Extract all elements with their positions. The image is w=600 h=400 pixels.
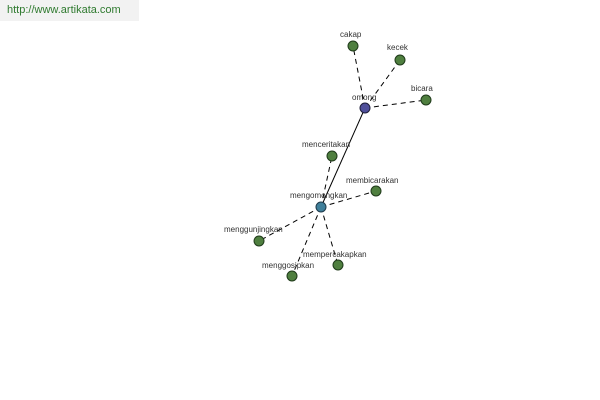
edges (258, 45, 427, 277)
edge-omong-kecek (364, 59, 401, 109)
label-menggosipkan: menggosipkan (262, 261, 314, 270)
label-mengomongkan: mengomongkan (290, 191, 347, 200)
edge-mengomongkan-menggunjingkan (258, 206, 322, 242)
label-membicarakan: membicarakan (346, 176, 398, 185)
watermark-url[interactable]: http://www.artikata.com (0, 0, 139, 21)
node-omong[interactable] (359, 102, 371, 114)
label-menggunjingkan: menggunjingkan (224, 225, 283, 234)
label-mempercakapkan: mempercakapkan (303, 250, 367, 259)
edge-omong-mengomongkan (320, 107, 366, 208)
label-omong: omong (352, 93, 376, 102)
label-bicara: bicara (411, 84, 433, 93)
labels: cakap kecek bicara omong menceritakan me… (224, 30, 433, 270)
edge-mengomongkan-mempercakapkan (320, 206, 339, 266)
node-membicarakan[interactable] (370, 185, 382, 197)
edge-mengomongkan-menggosipkan (291, 206, 322, 277)
node-menceritakan[interactable] (326, 150, 338, 162)
node-menggunjingkan[interactable] (253, 235, 265, 247)
edge-omong-bicara (364, 99, 427, 109)
label-kecek: kecek (387, 43, 409, 52)
edge-omong-cakap (352, 45, 366, 109)
node-mempercakapkan[interactable] (332, 259, 344, 271)
node-menggosipkan[interactable] (286, 270, 298, 282)
node-bicara[interactable] (420, 94, 432, 106)
node-mengomongkan[interactable] (315, 201, 327, 213)
nodes (253, 40, 432, 282)
node-cakap[interactable] (347, 40, 359, 52)
node-kecek[interactable] (394, 54, 406, 66)
edge-mengomongkan-membicarakan (320, 190, 377, 208)
label-cakap: cakap (340, 30, 362, 39)
label-menceritakan: menceritakan (302, 140, 350, 149)
